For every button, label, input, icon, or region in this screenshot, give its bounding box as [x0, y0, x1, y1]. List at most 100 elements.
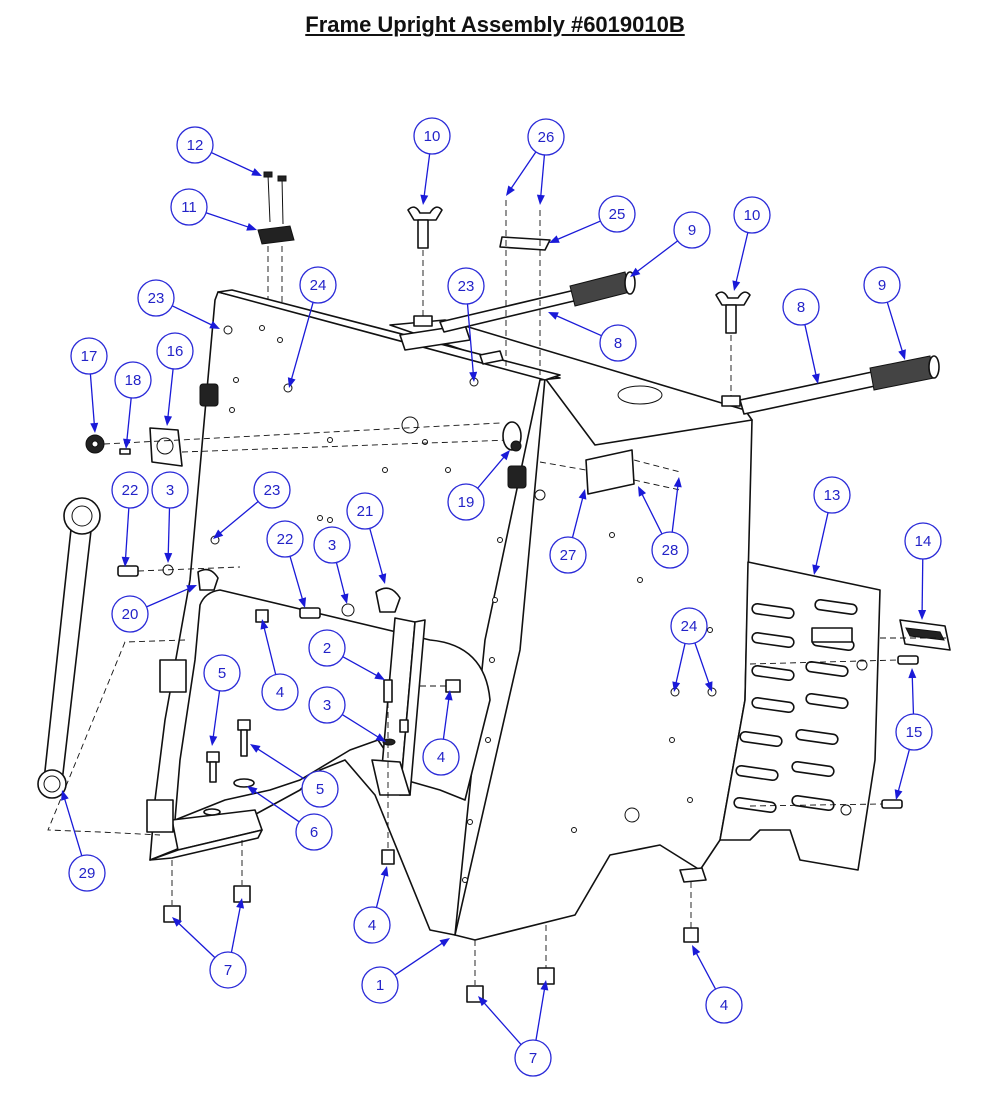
callout-arrowhead-11: [246, 223, 257, 231]
callout-circle: [266, 520, 304, 558]
callout-arrowhead-4: [380, 866, 389, 877]
callout-number: 18: [125, 372, 142, 389]
callout-leader-24: [694, 642, 710, 685]
callout-leader-2: [342, 656, 379, 677]
callout-leader-12: [211, 151, 256, 174]
callout-22: 22: [111, 471, 149, 509]
callout-number: 23: [264, 482, 281, 499]
louver-slot: [751, 696, 795, 714]
callout-circle: [308, 629, 346, 667]
callout-leader-4: [375, 873, 386, 908]
callout-2: 2: [308, 629, 346, 667]
callout-leader-3: [341, 714, 380, 739]
callout-leader-3: [167, 507, 171, 556]
louver-slot: [795, 728, 839, 746]
callout-number: 13: [824, 487, 841, 504]
louver-slot: [814, 598, 858, 616]
callout-number: 5: [316, 781, 324, 798]
callout-arrowhead-13: [812, 564, 821, 575]
callout-number: 14: [915, 533, 932, 550]
callout-arrowhead-22: [298, 597, 307, 608]
callout-arrowhead-24: [287, 377, 296, 388]
callout-5: 5: [203, 654, 241, 692]
callout-14: 14: [904, 522, 942, 560]
callout-24: 24: [670, 607, 708, 645]
callout-circle: [114, 361, 152, 399]
callout-arrowhead-3: [164, 552, 173, 563]
callout-arrowhead-23: [213, 529, 224, 539]
callout-leader-10: [735, 232, 749, 284]
louver-slot: [735, 764, 779, 782]
callout-number: 2: [323, 640, 331, 657]
handle-bar-lower: [739, 355, 940, 415]
callout-3: 3: [308, 686, 346, 724]
callout-leader-10: [423, 153, 431, 198]
callout-circle: [137, 279, 175, 317]
callout-leader-9: [886, 302, 904, 353]
callout-circle: [447, 483, 485, 521]
wing-bolt-left: [407, 206, 443, 327]
callout-arrowhead-21: [378, 573, 387, 584]
callout-circle: [170, 188, 208, 226]
callout-circle: [447, 267, 485, 305]
callout-leader-15: [911, 675, 915, 715]
callout-number: 16: [167, 343, 184, 360]
callout-arrowhead-2: [374, 671, 385, 680]
callout-leader-7: [230, 905, 242, 953]
callout-number: 9: [688, 222, 696, 239]
callout-leader-25: [556, 220, 601, 241]
callout-leader-24: [290, 302, 314, 381]
callout-leader-8: [555, 314, 602, 337]
callout-arrowhead-23: [469, 371, 478, 382]
callout-circle: [651, 531, 689, 569]
louver-slot: [733, 796, 777, 814]
callout-3: 3: [151, 471, 189, 509]
callout-circle: [705, 986, 743, 1024]
callout-leader-23: [466, 303, 474, 375]
callout-23: 23: [447, 267, 485, 305]
callout-arrowhead-24: [672, 681, 681, 692]
callout-arrowhead-24: [704, 681, 713, 692]
callout-leader-5: [212, 690, 221, 739]
callout-25: 25: [598, 195, 636, 233]
callout-circle: [733, 196, 771, 234]
callout-leader-17: [89, 373, 96, 426]
wing-bolt-right: [715, 291, 751, 407]
callout-leader-28: [671, 484, 679, 533]
louver-slot: [751, 602, 795, 620]
callout-15: 15: [895, 713, 933, 751]
callout-6: 6: [295, 813, 333, 851]
callout-number: 15: [906, 724, 923, 741]
callout-arrowhead-16: [164, 415, 173, 426]
louvered-panel: [719, 561, 881, 871]
callout-3: 3: [313, 526, 351, 564]
callout-leader-27: [571, 496, 584, 538]
louver-slot: [791, 794, 835, 812]
callout-number: 21: [357, 503, 374, 520]
frame-upright: [146, 289, 753, 941]
callout-circle: [599, 324, 637, 362]
callout-number: 27: [560, 547, 577, 564]
callout-leader-3: [335, 562, 346, 597]
callout-circle: [68, 854, 106, 892]
callout-arrowhead-10: [420, 194, 429, 205]
callout-number: 12: [187, 137, 204, 154]
callout-circle: [299, 266, 337, 304]
callout-circle: [111, 595, 149, 633]
callout-number: 3: [166, 482, 174, 499]
callout-number: 20: [122, 606, 139, 623]
callout-arrowhead-5: [209, 735, 218, 746]
callout-leader-11: [205, 212, 250, 229]
callout-arrowhead-7: [172, 917, 183, 927]
callout-23: 23: [253, 471, 291, 509]
callout-number: 1: [376, 977, 384, 994]
panel-screws: [749, 637, 948, 809]
callout-arrowhead-20: [186, 585, 197, 593]
callout-number: 25: [609, 206, 626, 223]
callout-arrowhead-18: [123, 438, 131, 449]
callout-circle: [70, 337, 108, 375]
callout-arrowhead-28: [673, 477, 682, 488]
callout-leader-24: [675, 643, 686, 685]
callout-leader-1: [394, 941, 444, 976]
louver-slot: [739, 730, 783, 748]
